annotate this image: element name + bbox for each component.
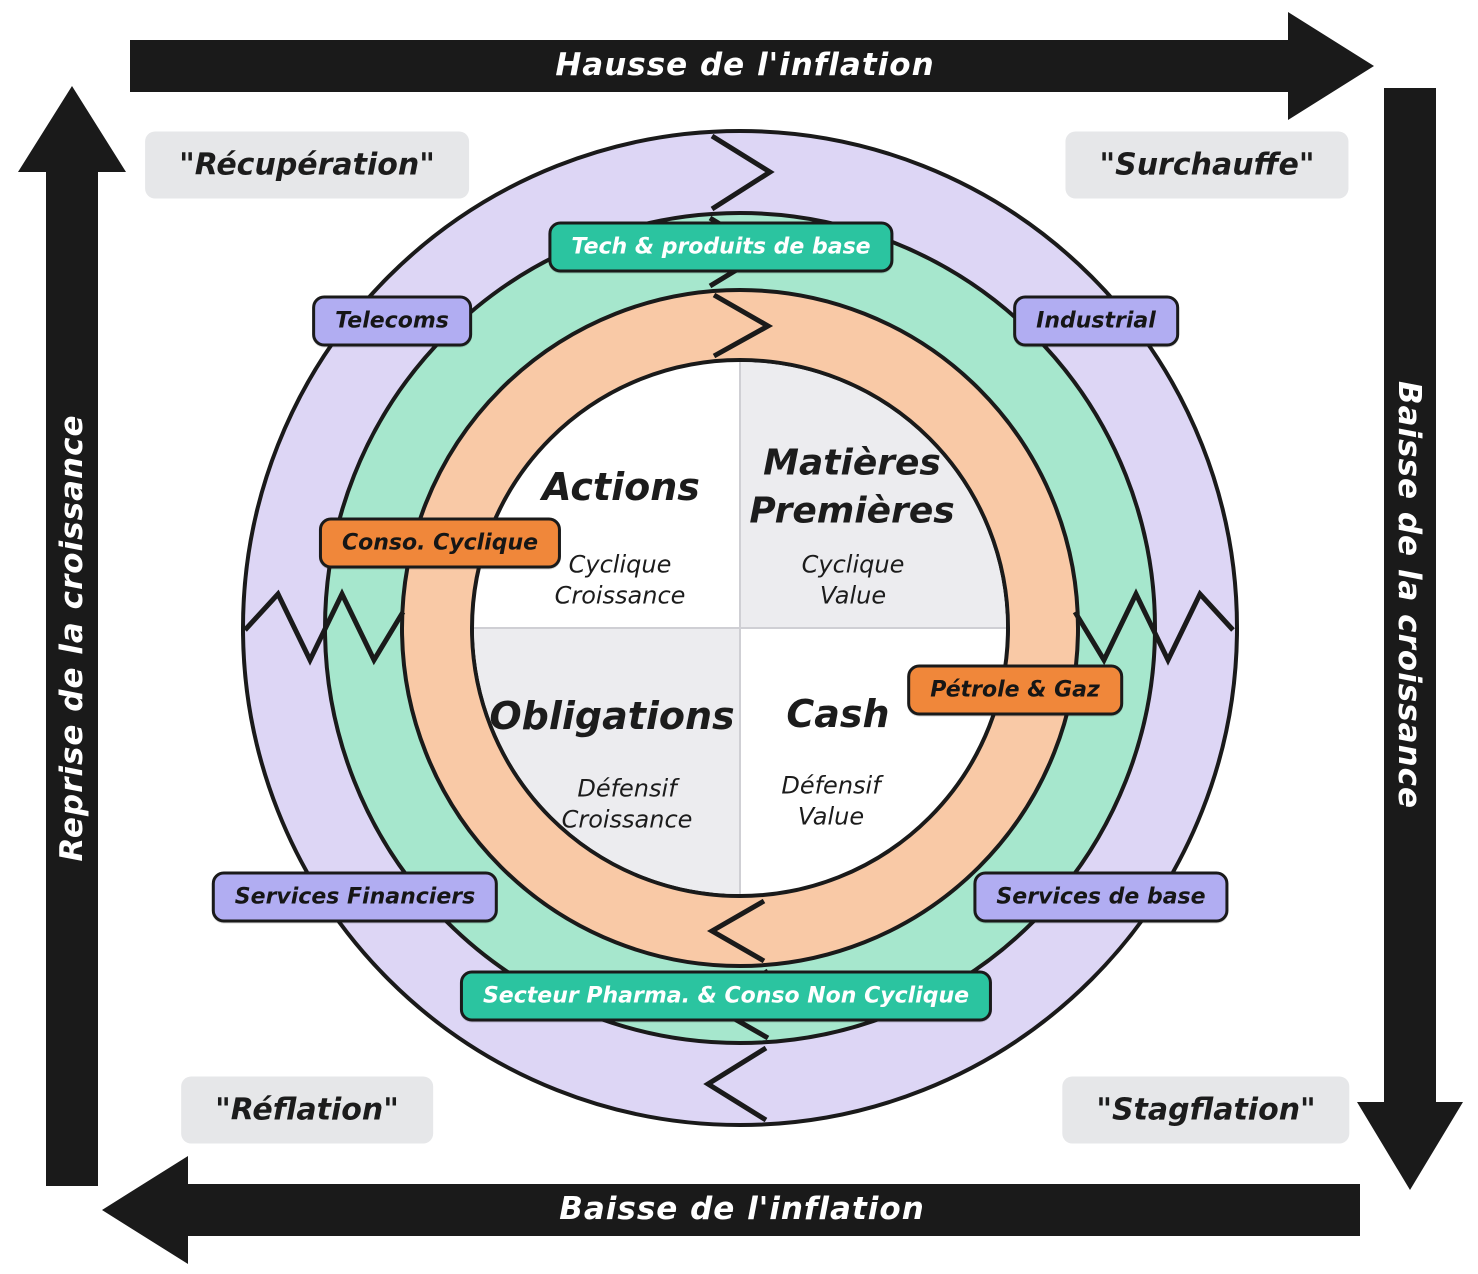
quadrant-style-obligations-line2: Croissance [561, 805, 693, 833]
sector-pill-conso-cyclique: Conso. Cyclique [318, 517, 562, 569]
phase-label-surchauffe: "Surchauffe" [1065, 131, 1349, 199]
quadrant-style-obligations: Défensif Croissance [562, 773, 693, 834]
bottom-axis-arrow-left-icon [102, 1156, 1360, 1264]
quadrant-style-matieres-line1: Cyclique [801, 550, 905, 579]
quadrant-title-matieres-line1: Matières [763, 442, 941, 484]
sector-pill-petrole-gaz: Pétrole & Gaz [907, 664, 1123, 716]
quadrant-title-cash: Cash [786, 691, 890, 736]
zigzag-break-right-icon [1072, 588, 1235, 666]
quadrant-style-matieres-premieres: Cyclique Value [802, 549, 905, 610]
quadrant-style-actions-line1: Cyclique [568, 550, 672, 579]
phase-label-reflation: "Réflation" [181, 1076, 433, 1144]
sector-pill-industrial: Industrial [1013, 295, 1179, 347]
phase-label-stagflation: "Stagflation" [1062, 1076, 1350, 1144]
axis-label-inflation-up: Hausse de l'inflation [555, 47, 935, 83]
quadrant-style-obligations-line1: Défensif [577, 774, 677, 803]
quadrant-fill-obligations [474, 628, 740, 894]
zigzag-break-left-icon [243, 588, 406, 666]
chevron-bottom-inner-icon [706, 898, 766, 964]
sector-pill-tech: Tech & produits de base [548, 221, 894, 273]
quadrant-title-matieres-premieres: Matières Premières [749, 439, 954, 534]
quadrant-style-actions-line2: Croissance [554, 581, 686, 609]
axis-label-inflation-down: Baisse de l'inflation [559, 1191, 925, 1227]
sector-pill-telecoms: Telecoms [312, 295, 472, 347]
quadrant-fill-matieres [740, 362, 1006, 628]
quadrant-style-cash-line1: Défensif [781, 771, 881, 800]
quadrant-title-obligations: Obligations [489, 693, 735, 738]
axis-label-growth-up: Reprise de la croissance [54, 414, 90, 862]
quadrant-title-actions: Actions [542, 464, 700, 509]
sector-pill-pharma-conso: Secteur Pharma. & Conso Non Cyclique [459, 970, 993, 1022]
quadrant-style-matieres-line2: Value [819, 581, 887, 609]
axis-label-growth-down: Baisse de la croissance [1391, 380, 1427, 810]
right-axis-arrow-down-icon [1357, 88, 1463, 1190]
quadrant-title-matieres-line2: Premières [749, 490, 955, 531]
sector-pill-services-de-base: Services de base [973, 871, 1229, 923]
top-axis-arrow-right-icon [130, 12, 1374, 120]
quadrant-style-cash-line2: Value [797, 802, 865, 830]
chevron-top-inner-icon [712, 292, 774, 359]
sector-pill-services-financiers: Services Financiers [211, 871, 499, 923]
quadrant-style-cash: Défensif Value [781, 770, 880, 831]
chevron-top-outer-icon [710, 133, 775, 212]
chevron-bottom-outer-icon [703, 1045, 768, 1123]
quadrant-style-actions: Cyclique Croissance [555, 549, 686, 610]
left-axis-arrow-up-icon [18, 86, 126, 1186]
phase-label-recuperation: "Récupération" [145, 131, 469, 199]
